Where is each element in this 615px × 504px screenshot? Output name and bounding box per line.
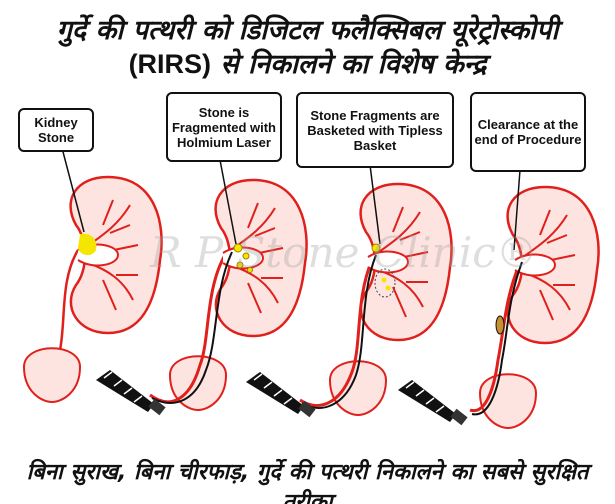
stone-fragment — [371, 243, 381, 253]
ureter — [299, 259, 374, 407]
panel-kidney-stone — [23, 147, 163, 403]
title-line-2-text: से निकालने का विशेष केन्द्र — [220, 49, 487, 80]
watermark: R P Stone Clinic® — [150, 228, 538, 277]
callout-clearance: Clearance at the end of Procedure — [470, 92, 586, 172]
callout-pointer — [61, 147, 85, 233]
callout-pointer — [219, 159, 237, 245]
footer-tagline: बिना सुराख, बिना चीरफाड़, गुर्दे की पत्थ… — [26, 460, 589, 504]
rirs-label: (RIRS) — [128, 49, 212, 79]
flexible-ureteroscope — [471, 261, 523, 416]
flexible-ureteroscope — [151, 251, 233, 404]
flexible-ureteroscope — [301, 254, 377, 409]
ureteroscope-handle — [95, 369, 167, 416]
ureter — [149, 254, 227, 404]
callout-pointer — [513, 169, 521, 251]
callout-laser-fragmentation: Stone is Fragmented with Holmium Laser — [166, 92, 282, 162]
stone-fragment — [385, 285, 391, 291]
panel-clearance — [397, 169, 600, 429]
stone-fragment — [233, 243, 243, 253]
stone-fragment — [242, 252, 250, 260]
ureter — [58, 249, 80, 351]
callout-pointer — [369, 164, 381, 245]
panel-laser-fragmentation — [95, 159, 308, 416]
title-line-1: गुर्दे की पत्थरी को डिजिटल फलैक्सिबल यूर… — [56, 15, 559, 46]
bladder — [479, 373, 537, 429]
stone-fragment — [236, 261, 244, 269]
callout-basketing: Stone Fragments are Basketed with Tiples… — [296, 92, 454, 168]
title-line-2: (RIRS) से निकालने का विशेष केन्द्र — [0, 44, 615, 81]
callout-kidney-stone: Kidney Stone — [18, 108, 94, 152]
ureter — [469, 267, 520, 413]
kidney-stone — [78, 233, 97, 256]
ureteroscope-handle — [245, 371, 317, 418]
stone-fragment — [381, 277, 387, 283]
tipless-basket — [374, 268, 396, 298]
panel-basketing — [245, 164, 453, 418]
ureteroscope-handle — [397, 379, 469, 426]
ureteral-sheath — [495, 315, 505, 335]
bladder — [23, 347, 81, 403]
kidney — [69, 175, 163, 335]
stone-fragment — [247, 267, 253, 273]
